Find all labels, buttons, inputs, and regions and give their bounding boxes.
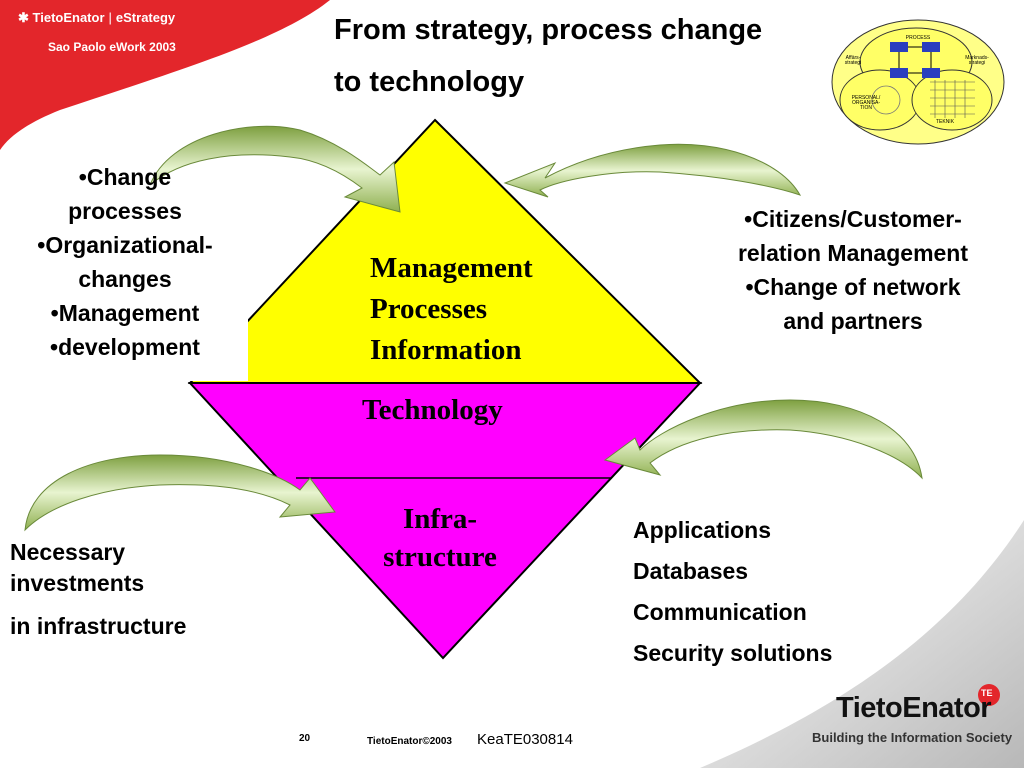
slide-title: From strategy, process change to technol… <box>334 4 762 108</box>
thumb-process-label: PROCESS <box>905 35 931 41</box>
logo-tagline: Building the Information Society <box>812 730 1013 745</box>
right-bullet-2: relation Management <box>737 240 969 266</box>
arrow-top-left <box>149 125 401 213</box>
bottom-left-line-3: in infrastructure <box>10 613 187 639</box>
bottom-right-item-4: Security solutions <box>633 640 833 666</box>
corner-swoosh <box>700 520 1024 768</box>
diamond-bottom-labels: Infra- structure <box>368 500 512 576</box>
thumb-personal-1: PERSONAL/ <box>851 95 881 101</box>
logo-name: TietoEnator <box>836 692 992 724</box>
arrow-top-right <box>503 143 802 198</box>
left-bullet-6: •development <box>50 334 200 360</box>
brand-name: TietoEnator <box>32 10 105 25</box>
bottom-left-line-1: Necessary <box>10 539 126 565</box>
diamond-label-management: Management <box>370 252 533 284</box>
thumb-personal-3: TION <box>860 105 872 111</box>
arrow-mid-right <box>603 399 923 480</box>
diamond-label-structure: structure <box>383 541 497 573</box>
right-bullet-4: and partners <box>783 308 923 334</box>
title-line-1: From strategy, process change <box>334 14 763 46</box>
thumb-affars-1: Affärs- <box>845 55 861 61</box>
footer-copyright: TietoEnator©2003 <box>367 736 452 747</box>
left-bullet-list: •Change processes •Organizational- chang… <box>0 160 250 364</box>
right-bullet-1: •Citizens/Customer- <box>744 206 962 232</box>
thumb-personal-2: ORGANISA- <box>851 100 881 106</box>
brand-star-icon: ✱ <box>18 10 33 25</box>
diamond-label-processes: Processes <box>370 293 488 325</box>
bottom-right-list: Applications Databases Communication Sec… <box>633 510 832 674</box>
left-bullet-4: changes <box>78 266 172 292</box>
bottom-right-item-3: Communication <box>633 599 807 625</box>
diamond-label-information: Information <box>370 334 522 366</box>
brand-separator: | <box>108 10 112 25</box>
logo-badge: TE <box>981 688 993 698</box>
title-line-2: to technology <box>334 66 525 98</box>
left-bullet-2: processes <box>68 198 182 224</box>
right-bullet-3: •Change of network <box>745 274 961 300</box>
header-subtitle: Sao Paolo eWork 2003 <box>48 40 176 54</box>
header-brand: ✱ TietoEnator|eStrategy <box>18 10 175 26</box>
thumb-affars-label: Affärs- strategi <box>838 56 868 66</box>
bottom-left-text: Necessary investments in infrastructure <box>10 537 186 642</box>
footer-page-number: 20 <box>299 733 311 744</box>
footer-code: KeaTE030814 <box>477 731 573 748</box>
bottom-left-line-2: investments <box>10 570 145 596</box>
thumb-personal-label: PERSONAL/ ORGANISA- TION <box>850 96 882 111</box>
brand-product: eStrategy <box>115 10 176 25</box>
thumbnail-diagram <box>831 19 1005 145</box>
left-bullets-mask <box>186 305 248 381</box>
arrow-bottom-left <box>24 454 336 532</box>
diamond-label-technology: Technology <box>362 394 503 426</box>
thumb-affars-2: strategi <box>844 60 862 66</box>
thumb-teknik-label: TEKNIK <box>935 119 955 125</box>
header-swoosh <box>0 0 330 150</box>
right-bullet-list: •Citizens/Customer- relation Management … <box>700 202 1006 338</box>
bottom-right-item-2: Databases <box>633 558 749 584</box>
thumb-marknads-label: Marknads- strategi <box>960 56 994 66</box>
diamond-label-infra: Infra- <box>402 503 478 535</box>
diamond-bottom <box>187 382 703 660</box>
left-bullet-1: •Change <box>78 164 172 190</box>
left-bullet-5: •Management <box>50 300 200 326</box>
logo-badge-circle <box>978 684 1000 706</box>
left-bullet-3: •Organizational- <box>37 232 213 258</box>
thumb-marknads-2: strategi <box>968 60 986 66</box>
thumb-marknads-1: Marknads- <box>965 55 989 61</box>
diamond-top-labels: Management Processes Information <box>370 248 533 371</box>
bottom-right-item-1: Applications <box>633 517 772 543</box>
